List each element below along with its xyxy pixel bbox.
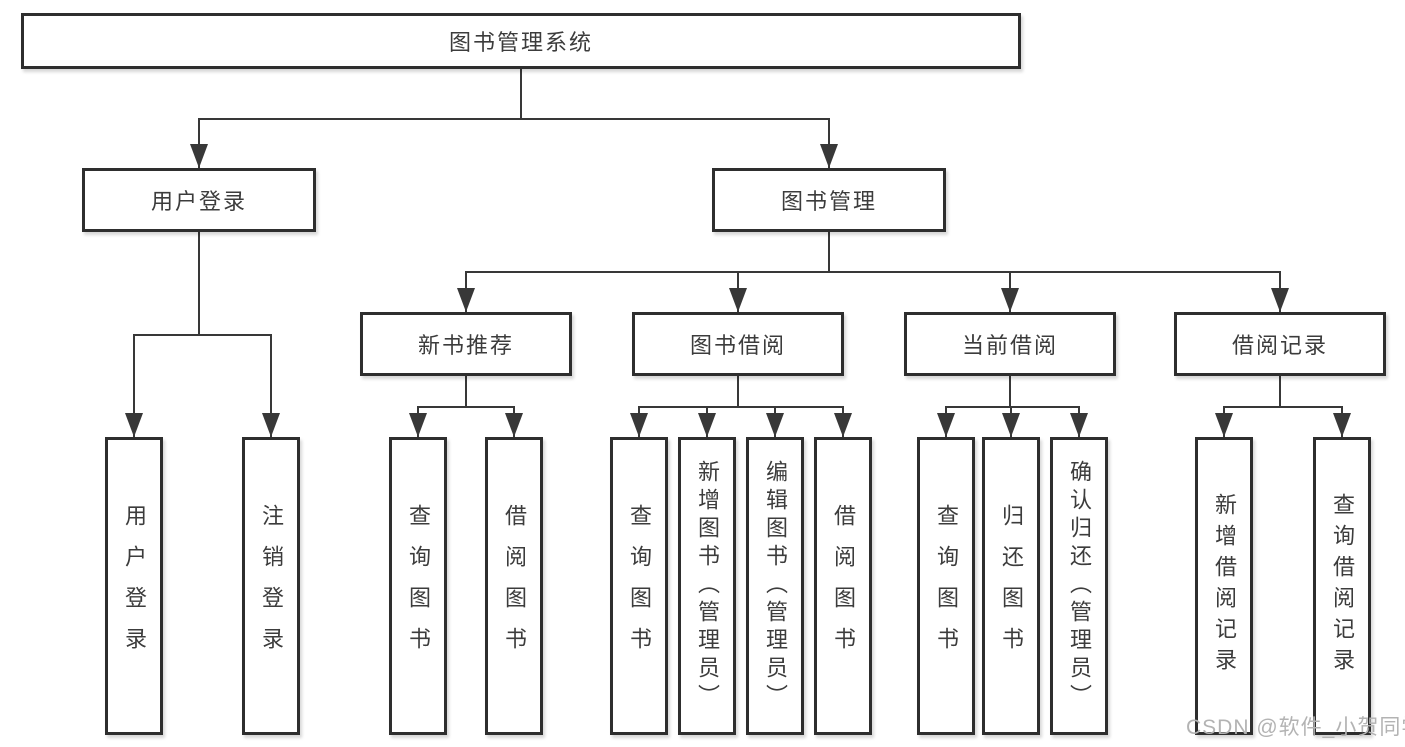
arrowhead-down [1001, 288, 1019, 312]
arrowhead-down [1271, 288, 1289, 312]
arrowhead-down [820, 144, 838, 168]
node-label: 确认归还（管理员） [1067, 460, 1092, 712]
arrowhead-down [1215, 413, 1233, 437]
arrowhead-down [190, 144, 208, 168]
node-label: 编辑图书（管理员） [763, 460, 788, 712]
connector-line [638, 406, 844, 408]
connector-line [465, 271, 1281, 273]
leaf-cb-confirm-return-admin: 确认归还（管理员） [1050, 437, 1108, 735]
arrowhead-down [125, 413, 143, 437]
arrowhead-down [1002, 413, 1020, 437]
connector-line [828, 118, 830, 168]
node-label: 借阅图书 [831, 504, 856, 668]
arrowhead-down [766, 413, 784, 437]
node-label: 新增借阅记录 [1212, 493, 1237, 679]
connector-line [945, 406, 1080, 408]
connector-line [828, 232, 830, 272]
leaf-bb-add-books-admin: 新增图书（管理员） [678, 437, 736, 735]
connector-line [133, 334, 272, 336]
node-user-login: 用户登录 [82, 168, 316, 232]
connector-line [1009, 376, 1011, 407]
arrowhead-down [630, 413, 648, 437]
connector-line [133, 334, 135, 437]
connector-line [1279, 376, 1281, 407]
csdn-watermark: CSDN @软件_小贺同学 [1186, 716, 1405, 739]
arrowhead-down [457, 288, 475, 312]
node-root: 图书管理系统 [21, 13, 1021, 69]
node-label: 查询图书 [627, 504, 652, 668]
leaf-bb-edit-books-admin: 编辑图书（管理员） [746, 437, 804, 735]
connector-line [198, 118, 200, 168]
node-current-borrow: 当前借阅 [904, 312, 1116, 376]
node-label: 图书借阅 [689, 333, 786, 358]
leaf-br-add-record: 新增借阅记录 [1195, 437, 1253, 735]
connector-line [465, 376, 467, 407]
leaf-user-login: 用户登录 [105, 437, 163, 735]
connector-line [1223, 406, 1343, 408]
node-label: 借阅图书 [502, 504, 527, 668]
arrowhead-down [505, 413, 523, 437]
leaf-logout: 注销登录 [242, 437, 300, 735]
connector-line [198, 118, 830, 120]
node-label: 查询图书 [934, 504, 959, 668]
connector-line [520, 69, 522, 119]
node-label: 图书管理 [780, 189, 877, 214]
node-label: 借阅记录 [1231, 333, 1328, 358]
leaf-bb-borrow-books: 借阅图书 [814, 437, 872, 735]
node-label: 当前借阅 [961, 333, 1058, 358]
node-label: 查询借阅记录 [1330, 493, 1355, 679]
node-label: 用户登录 [122, 504, 147, 668]
arrowhead-down [729, 288, 747, 312]
leaf-br-query-record: 查询借阅记录 [1313, 437, 1371, 735]
node-label: 新书推荐 [417, 333, 514, 358]
connector-line [198, 232, 200, 335]
arrowhead-down [1333, 413, 1351, 437]
arrowhead-down [698, 413, 716, 437]
arrowhead-down [409, 413, 427, 437]
node-new-book-recommend: 新书推荐 [360, 312, 572, 376]
node-borrow-records: 借阅记录 [1174, 312, 1386, 376]
node-label: 新增图书（管理员） [695, 460, 720, 712]
arrowhead-down [834, 413, 852, 437]
leaf-nbr-borrow-books: 借阅图书 [485, 437, 543, 735]
arrowhead-down [262, 413, 280, 437]
connector-line [417, 406, 515, 408]
node-label: 用户登录 [150, 189, 247, 214]
arrowhead-down [1070, 413, 1088, 437]
arrowhead-down [937, 413, 955, 437]
node-label: 图书管理系统 [448, 30, 593, 55]
connector-line [270, 334, 272, 437]
leaf-cb-query-books: 查询图书 [917, 437, 975, 735]
connector-line [737, 376, 739, 407]
node-book-management: 图书管理 [712, 168, 946, 232]
leaf-cb-return-books: 归还图书 [982, 437, 1040, 735]
node-book-borrow: 图书借阅 [632, 312, 844, 376]
node-label: 注销登录 [259, 504, 284, 668]
leaf-bb-query-books: 查询图书 [610, 437, 668, 735]
node-label: 查询图书 [406, 504, 431, 668]
node-label: 归还图书 [999, 504, 1024, 668]
leaf-nbr-query-books: 查询图书 [389, 437, 447, 735]
